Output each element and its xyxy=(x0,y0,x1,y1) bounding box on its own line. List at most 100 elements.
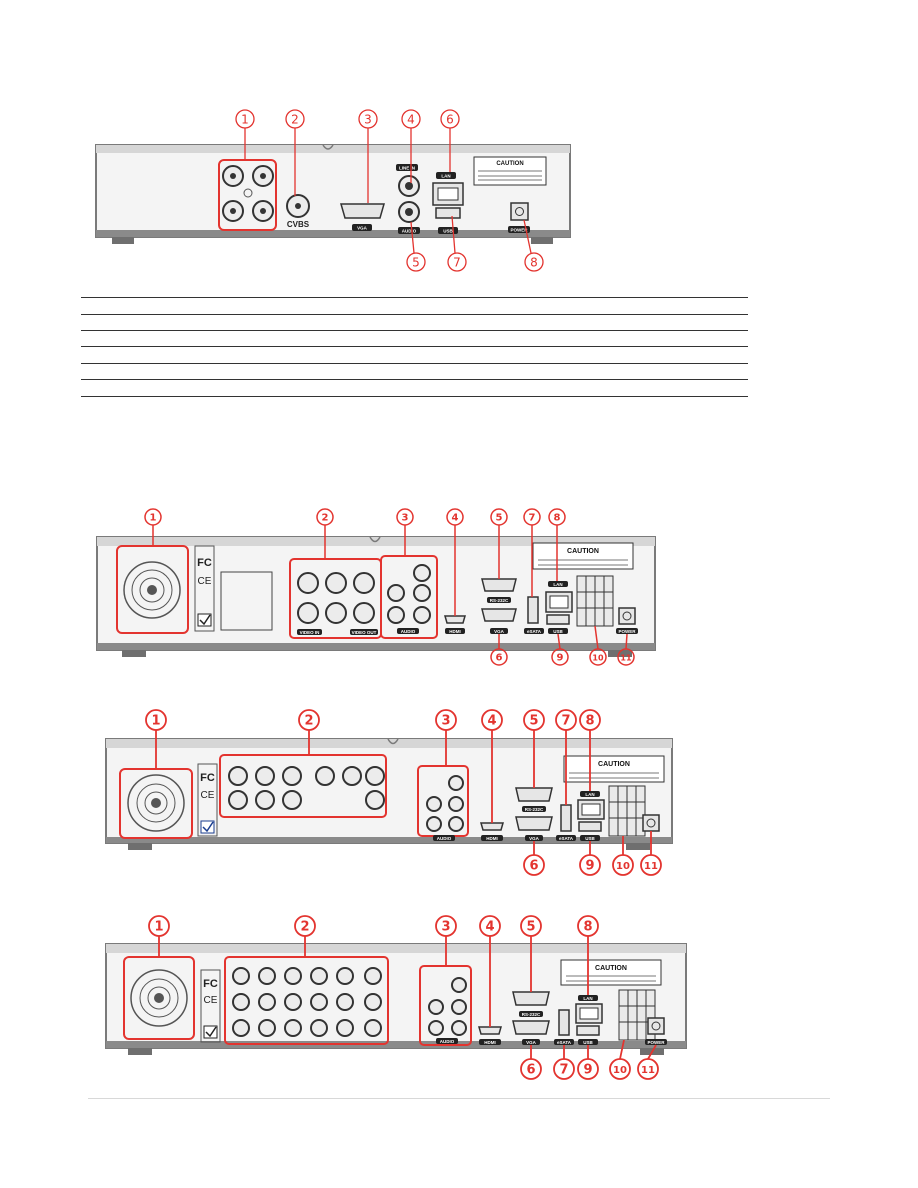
cvbs-output: CVBS xyxy=(286,194,310,229)
callout-8: 8 xyxy=(530,256,538,270)
audio-label: AUDIO xyxy=(402,229,417,234)
rear-panel-figure-1: CVBS VGA LINE IN AUDIO LAN USB CAUTION P… xyxy=(95,109,571,272)
caution-text: CAUTION xyxy=(598,761,630,768)
callout-8: 8 xyxy=(585,714,594,729)
callout-numbers-1: 1 2 3 4 6 5 7 8 xyxy=(241,113,538,270)
lan-usb-ports: LAN USB xyxy=(575,995,603,1045)
esata-label: eSATA xyxy=(559,836,574,841)
hdmi-port: HDMI xyxy=(444,615,466,634)
esata-label: eSATA xyxy=(527,629,542,634)
serial-ports: RS-232C VGA xyxy=(515,787,553,841)
rear-panel-figure-2: FC CE VIDEO IN VIDEO OUT AUDIO HDMI RS-2 xyxy=(96,508,656,666)
caution-label-2: CAUTION xyxy=(532,542,634,570)
hdmi-port: HDMI xyxy=(478,1026,502,1045)
callout-9: 9 xyxy=(583,1063,592,1078)
audio-label: AUDIO xyxy=(440,1039,455,1044)
callout-9: 9 xyxy=(585,859,594,874)
callout-7: 7 xyxy=(529,513,536,524)
ce-mark: CE xyxy=(201,790,215,801)
line-in-label: LINE IN xyxy=(399,166,415,171)
esata-port: eSATA xyxy=(554,1009,574,1045)
table-rule xyxy=(81,297,748,298)
vga-label: VGA xyxy=(494,629,505,634)
video-in-label: VIDEO IN xyxy=(300,630,320,635)
audio-rca-group: AUDIO xyxy=(419,965,472,1046)
callouts-3 xyxy=(145,709,662,876)
ce-mark: CE xyxy=(198,576,212,587)
lan-label: LAN xyxy=(441,174,450,179)
callout-3: 3 xyxy=(402,513,409,524)
caution-text: CAUTION xyxy=(595,965,627,972)
callout-11: 11 xyxy=(641,1065,655,1076)
table-rule xyxy=(81,330,748,331)
callout-1: 1 xyxy=(150,513,157,524)
esata-port: eSATA xyxy=(524,596,544,634)
cert-marks-4: FC CE xyxy=(200,969,221,1043)
hdmi-label: HDMI xyxy=(449,629,461,634)
video-bnc-group: VIDEO IN VIDEO OUT xyxy=(289,558,382,639)
callout-1: 1 xyxy=(154,920,163,935)
cert-marks-2: FC CE xyxy=(194,545,215,632)
rs232c-label: RS-232C xyxy=(522,1012,541,1017)
video-bnc-group xyxy=(219,754,387,818)
lan-usb-ports: LAN USB xyxy=(577,791,605,841)
hdmi-label: HDMI xyxy=(484,1040,496,1045)
power-port: POWER xyxy=(616,607,638,634)
caution-text: CAUTION xyxy=(567,548,599,555)
usb-label: USB xyxy=(583,1040,593,1045)
audio-ports: LINE IN AUDIO xyxy=(396,164,420,234)
caution-label-4: CAUTION xyxy=(560,959,662,986)
caution-label-1: CAUTION xyxy=(473,156,547,186)
callouts-4 xyxy=(148,915,659,1080)
fc-mark: FC xyxy=(200,772,215,784)
esata-port: eSATA xyxy=(556,804,576,841)
callout-4: 4 xyxy=(452,513,459,524)
cvbs-label: CVBS xyxy=(287,220,310,229)
callout-numbers-2: 1 2 3 4 5 7 8 6 9 10 11 xyxy=(150,513,632,664)
rs232c-label: RS-232C xyxy=(525,807,544,812)
callout-7: 7 xyxy=(561,714,570,729)
callouts-1 xyxy=(235,109,544,272)
callout-9: 9 xyxy=(557,653,564,664)
audio-rca-group: AUDIO xyxy=(417,765,469,841)
callout-6: 6 xyxy=(529,859,538,874)
callout-7: 7 xyxy=(453,256,461,270)
rear-panel-figure-3: FC CE AUDIO HDMI RS-232C VGA eSATA xyxy=(105,709,673,876)
callout-7: 7 xyxy=(559,1063,568,1078)
callouts-2 xyxy=(144,508,635,666)
callout-5: 5 xyxy=(529,714,538,729)
hdmi-port: HDMI xyxy=(480,822,504,841)
fc-mark: FC xyxy=(197,557,212,569)
power-label: POWER xyxy=(618,629,636,634)
callout-4: 4 xyxy=(485,920,494,935)
power-label: POWER xyxy=(647,1040,665,1045)
callout-1: 1 xyxy=(151,714,160,729)
callout-10: 10 xyxy=(616,861,630,872)
callout-10: 10 xyxy=(613,1065,627,1076)
power-port: POWER xyxy=(645,1017,667,1045)
callout-1: 1 xyxy=(241,113,249,127)
callout-3: 3 xyxy=(441,920,450,935)
esata-label: eSATA xyxy=(557,1040,572,1045)
vga-label: VGA xyxy=(529,836,540,841)
terminal-block xyxy=(608,785,646,837)
video-out-label: VIDEO OUT xyxy=(352,630,377,635)
lan-label: LAN xyxy=(553,582,562,587)
table-rule xyxy=(81,346,748,347)
callout-6: 6 xyxy=(526,1063,535,1078)
table-rule xyxy=(81,363,748,364)
audio-label: AUDIO xyxy=(401,629,416,634)
callout-6: 6 xyxy=(446,113,454,127)
callout-2: 2 xyxy=(304,714,313,729)
callout-2: 2 xyxy=(291,113,299,127)
power-port: POWER xyxy=(508,202,530,233)
callout-10: 10 xyxy=(592,654,604,663)
video-bnc-group xyxy=(224,956,389,1045)
vga-label: VGA xyxy=(526,1040,537,1045)
callout-5: 5 xyxy=(526,920,535,935)
rs232c-label: RS-232C xyxy=(490,598,509,603)
power-port xyxy=(642,814,660,832)
callout-11: 11 xyxy=(620,654,632,663)
callout-2: 2 xyxy=(300,920,309,935)
callout-numbers-3: 1 2 3 4 5 7 8 6 9 10 11 xyxy=(151,714,658,874)
